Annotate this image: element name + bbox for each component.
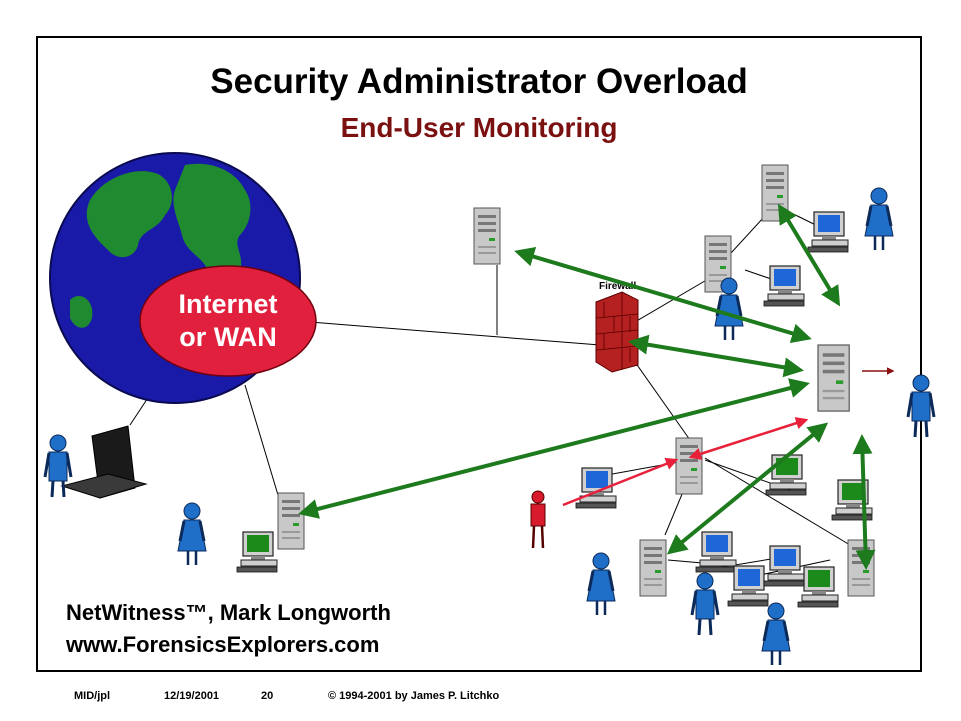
workstation-icon — [807, 211, 849, 253]
page-title: Security Administrator Overload — [210, 62, 748, 101]
workstation-icon — [763, 545, 805, 587]
workstation-icon — [763, 265, 805, 307]
workstation-icon — [695, 531, 737, 573]
server-icon — [277, 492, 305, 550]
firewall-icon — [595, 291, 639, 373]
user-icon — [760, 601, 792, 667]
intruder-arrows — [562, 417, 809, 507]
workstation-icon — [797, 566, 839, 608]
credit-line-1: NetWitness™, Mark Longworth — [66, 600, 391, 625]
page-subtitle: End-User Monitoring — [340, 112, 618, 143]
intruder-icon — [530, 490, 546, 549]
user-icon — [176, 501, 208, 567]
laptop-icon — [60, 425, 148, 499]
footer-copyright: © 1994-2001 by James P. Litchko — [328, 690, 500, 702]
server-icon — [675, 437, 703, 495]
server-icon — [473, 207, 501, 265]
user-icon — [863, 186, 895, 252]
footer-page: 20 — [261, 690, 274, 702]
server-icon — [639, 539, 667, 597]
user-icon — [585, 551, 617, 617]
slide-frame — [36, 36, 922, 672]
user-icon — [906, 373, 936, 439]
internet-label-line2: or WAN — [179, 322, 277, 352]
server-icon — [847, 539, 875, 597]
workstation-icon — [727, 565, 769, 607]
monitoring-server-icon — [817, 344, 850, 412]
footer-date: 12/19/2001 — [164, 690, 220, 702]
credit-line-2: www.ForensicsExplorers.com — [66, 632, 380, 657]
workstation-icon — [575, 467, 617, 509]
user-icon — [690, 571, 720, 637]
workstation-icon — [765, 454, 807, 496]
footer-id: MID/jpl — [74, 690, 111, 702]
monitoring-arrows — [298, 203, 876, 570]
internet-label-line1: Internet — [178, 289, 277, 319]
internet-cloud: Internet or WAN — [139, 265, 317, 377]
workstation-icon — [236, 531, 278, 573]
